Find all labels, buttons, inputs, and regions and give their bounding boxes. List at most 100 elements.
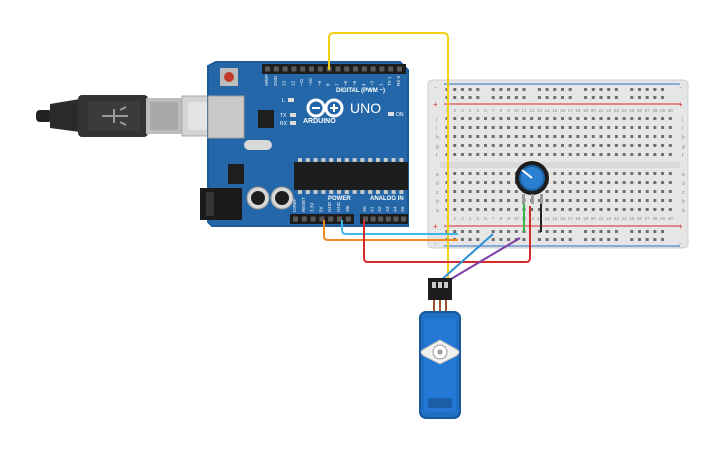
breadboard-rail-hole[interactable]: [537, 230, 541, 233]
breadboard-hole[interactable]: [653, 153, 657, 156]
breadboard-hole[interactable]: [668, 135, 672, 138]
breadboard-rail-hole[interactable]: [522, 238, 526, 241]
breadboard-hole[interactable]: [468, 208, 472, 211]
breadboard-hole[interactable]: [453, 144, 457, 147]
breadboard-hole[interactable]: [568, 208, 572, 211]
breadboard-hole[interactable]: [607, 199, 611, 202]
breadboard-hole[interactable]: [645, 153, 649, 156]
breadboard-hole[interactable]: [591, 126, 595, 129]
breadboard-hole[interactable]: [584, 135, 588, 138]
breadboard-hole[interactable]: [561, 117, 564, 120]
breadboard-hole[interactable]: [484, 117, 487, 120]
breadboard-hole[interactable]: [645, 199, 649, 202]
breadboard-hole[interactable]: [645, 117, 649, 120]
breadboard-hole[interactable]: [638, 135, 641, 138]
breadboard-hole[interactable]: [484, 172, 487, 175]
wire-lightblue-gnd-to-breadboard[interactable]: [341, 220, 458, 235]
breadboard-rail-hole[interactable]: [553, 230, 557, 233]
breadboard-hole[interactable]: [576, 208, 580, 211]
breadboard-rail-hole[interactable]: [599, 88, 603, 91]
breadboard-hole[interactable]: [514, 117, 518, 120]
breadboard-hole[interactable]: [561, 144, 564, 147]
breadboard-hole[interactable]: [591, 144, 595, 147]
breadboard-hole[interactable]: [514, 153, 518, 156]
breadboard-hole[interactable]: [584, 190, 588, 193]
breadboard-hole[interactable]: [545, 117, 549, 120]
breadboard-hole[interactable]: [607, 181, 611, 184]
breadboard-hole[interactable]: [661, 208, 665, 211]
breadboard-rail-hole[interactable]: [645, 96, 649, 99]
digital-pin-hole[interactable]: [265, 66, 270, 72]
breadboard-hole[interactable]: [484, 199, 487, 202]
digital-pin-hole[interactable]: [379, 66, 385, 72]
breadboard-rail-hole[interactable]: [553, 96, 557, 99]
breadboard-hole[interactable]: [668, 172, 672, 175]
breadboard-hole[interactable]: [545, 126, 549, 129]
breadboard-hole[interactable]: [453, 126, 457, 129]
breadboard-hole[interactable]: [499, 172, 503, 175]
breadboard-hole[interactable]: [491, 153, 495, 156]
breadboard-hole[interactable]: [460, 208, 464, 211]
breadboard-hole[interactable]: [553, 144, 557, 147]
breadboard-hole[interactable]: [561, 190, 564, 193]
breadboard-hole[interactable]: [545, 153, 549, 156]
breadboard-hole[interactable]: [568, 135, 572, 138]
breadboard-hole[interactable]: [576, 126, 580, 129]
breadboard-hole[interactable]: [561, 208, 564, 211]
breadboard-rail-hole[interactable]: [638, 88, 641, 91]
digital-pin-hole[interactable]: [370, 66, 376, 72]
breadboard-hole[interactable]: [645, 144, 649, 147]
breadboard-hole[interactable]: [584, 181, 588, 184]
breadboard-hole[interactable]: [499, 153, 503, 156]
wire-blue-breadboard-to-servo[interactable]: [438, 233, 494, 283]
breadboard-hole[interactable]: [591, 208, 595, 211]
breadboard-rail-hole[interactable]: [499, 88, 503, 91]
breadboard-hole[interactable]: [622, 208, 626, 211]
breadboard-rail-hole[interactable]: [453, 96, 457, 99]
power-pin-hole[interactable]: [293, 216, 298, 222]
breadboard-rail-hole[interactable]: [630, 96, 634, 99]
analog-pin-hole[interactable]: [363, 216, 368, 222]
potentiometer[interactable]: [515, 161, 549, 204]
breadboard-hole[interactable]: [468, 181, 472, 184]
breadboard-hole[interactable]: [614, 153, 618, 156]
breadboard-hole[interactable]: [568, 190, 572, 193]
breadboard-rail-hole[interactable]: [591, 238, 595, 241]
breadboard-hole[interactable]: [661, 190, 665, 193]
breadboard-hole[interactable]: [484, 190, 487, 193]
breadboard-hole[interactable]: [630, 135, 634, 138]
breadboard-hole[interactable]: [622, 126, 626, 129]
breadboard-hole[interactable]: [607, 144, 611, 147]
breadboard-hole[interactable]: [591, 153, 595, 156]
breadboard-hole[interactable]: [553, 117, 557, 120]
breadboard-hole[interactable]: [507, 153, 511, 156]
breadboard-hole[interactable]: [668, 144, 672, 147]
breadboard-hole[interactable]: [638, 172, 641, 175]
breadboard-hole[interactable]: [599, 181, 603, 184]
breadboard-hole[interactable]: [468, 172, 472, 175]
breadboard-rail-hole[interactable]: [607, 238, 611, 241]
breadboard-hole[interactable]: [545, 199, 549, 202]
breadboard-rail-hole[interactable]: [460, 238, 464, 241]
breadboard-hole[interactable]: [468, 117, 472, 120]
breadboard-hole[interactable]: [599, 208, 603, 211]
breadboard-rail-hole[interactable]: [468, 96, 472, 99]
breadboard-hole[interactable]: [537, 199, 541, 202]
breadboard-hole[interactable]: [576, 117, 580, 120]
breadboard-rail-hole[interactable]: [653, 238, 657, 241]
breadboard-hole[interactable]: [622, 144, 626, 147]
breadboard-hole[interactable]: [599, 117, 603, 120]
breadboard-rail-hole[interactable]: [645, 238, 649, 241]
power-pin-hole[interactable]: [345, 216, 351, 222]
breadboard-hole[interactable]: [668, 208, 672, 211]
breadboard-hole[interactable]: [653, 199, 657, 202]
breadboard-hole[interactable]: [630, 126, 634, 129]
breadboard-hole[interactable]: [599, 144, 603, 147]
breadboard-rail-hole[interactable]: [661, 88, 665, 91]
breadboard-hole[interactable]: [568, 144, 572, 147]
breadboard-hole[interactable]: [553, 199, 557, 202]
breadboard-hole[interactable]: [568, 172, 572, 175]
breadboard-hole[interactable]: [638, 153, 641, 156]
breadboard-hole[interactable]: [607, 153, 611, 156]
breadboard-rail-hole[interactable]: [545, 238, 549, 241]
